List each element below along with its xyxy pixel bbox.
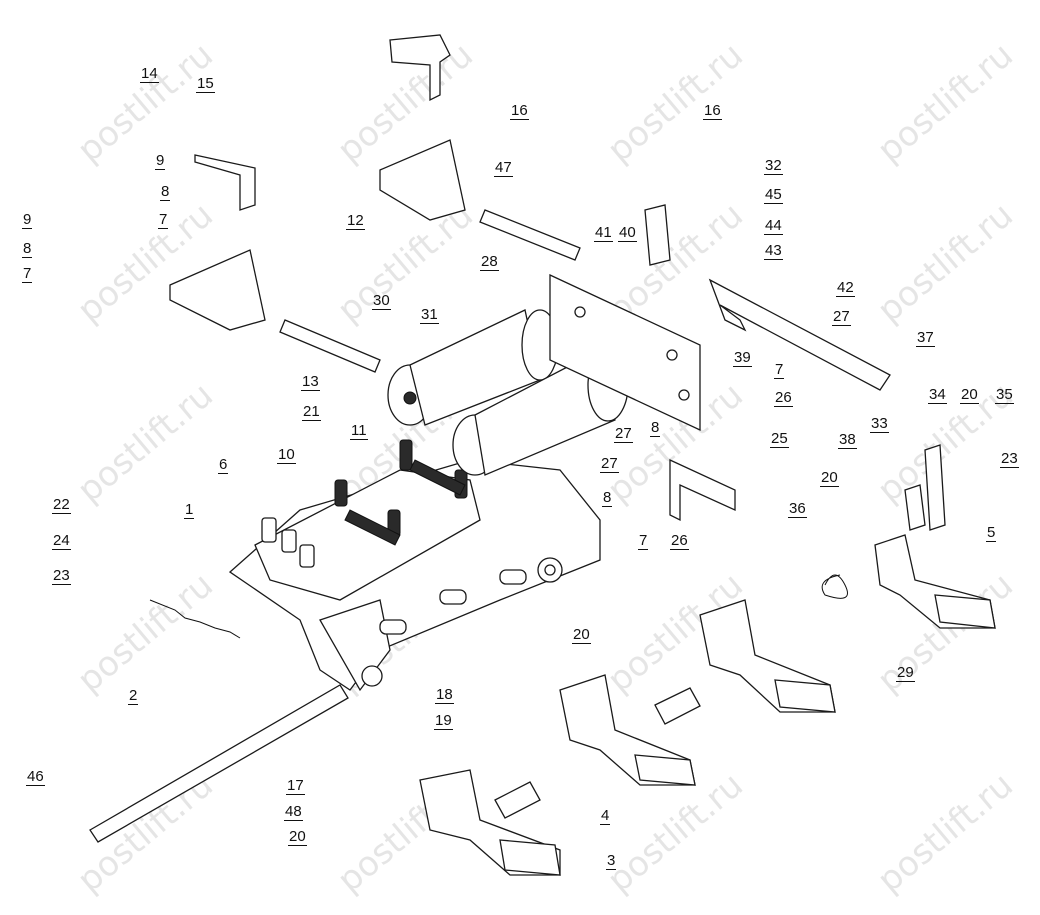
callout-label-22: 22 xyxy=(52,496,71,514)
callout-label-31: 31 xyxy=(420,306,439,324)
lever-bracket-top xyxy=(379,139,466,221)
callout-label-7: 7 xyxy=(158,211,169,229)
callout-label-29: 29 xyxy=(896,664,915,682)
callout-label-23: 23 xyxy=(1000,450,1019,468)
cover-left xyxy=(194,154,256,211)
callout-label-20: 20 xyxy=(960,386,979,404)
callout-label-45: 45 xyxy=(764,186,783,204)
arm-13 xyxy=(279,319,381,373)
callout-label-12: 12 xyxy=(346,212,365,230)
callout-label-9: 9 xyxy=(155,152,166,170)
callout-label-37: 37 xyxy=(916,329,935,347)
callout-label-39: 39 xyxy=(733,349,752,367)
shaft xyxy=(89,684,349,843)
callout-label-20: 20 xyxy=(820,469,839,487)
callout-label-13: 13 xyxy=(301,373,320,391)
callout-label-23: 23 xyxy=(52,567,71,585)
callout-label-27: 27 xyxy=(614,425,633,443)
callout-label-19: 19 xyxy=(434,712,453,730)
callout-label-42: 42 xyxy=(836,279,855,297)
callout-label-10: 10 xyxy=(277,446,296,464)
callout-label-7: 7 xyxy=(22,265,33,283)
valve-block xyxy=(254,439,481,601)
callout-label-44: 44 xyxy=(764,217,783,235)
spring xyxy=(149,599,241,639)
callout-label-27: 27 xyxy=(600,455,619,473)
pedal-middle-2 xyxy=(699,599,836,713)
callout-label-34: 34 xyxy=(928,386,947,404)
lever-bracket-left xyxy=(169,249,266,331)
callout-label-21: 21 xyxy=(302,403,321,421)
callout-label-9: 9 xyxy=(22,211,33,229)
callout-label-14: 14 xyxy=(140,65,159,83)
callout-label-8: 8 xyxy=(650,419,661,437)
callout-label-7: 7 xyxy=(638,532,649,550)
pedal-5 xyxy=(874,534,996,629)
callout-label-30: 30 xyxy=(372,292,391,310)
cam-32 xyxy=(644,204,671,266)
callout-label-8: 8 xyxy=(22,240,33,258)
callout-label-2: 2 xyxy=(128,687,139,705)
callout-label-27: 27 xyxy=(832,308,851,326)
callout-label-40: 40 xyxy=(618,224,637,242)
callout-label-36: 36 xyxy=(788,500,807,518)
callout-label-16: 16 xyxy=(510,102,529,120)
pedal-3 xyxy=(419,769,561,876)
side-plate xyxy=(549,273,701,432)
callout-label-17: 17 xyxy=(286,777,305,795)
callout-label-38: 38 xyxy=(838,431,857,449)
callout-label-20: 20 xyxy=(572,626,591,644)
callout-label-5: 5 xyxy=(986,524,997,542)
callout-label-33: 33 xyxy=(870,415,889,433)
plate-33 xyxy=(904,484,926,531)
coil-spring xyxy=(821,574,848,599)
callout-label-46: 46 xyxy=(26,768,45,786)
cover-top xyxy=(389,34,451,102)
plate-34 xyxy=(924,444,946,531)
callout-label-24: 24 xyxy=(52,532,71,550)
callout-label-4: 4 xyxy=(600,807,611,825)
callout-label-26: 26 xyxy=(670,532,689,550)
callout-label-43: 43 xyxy=(764,242,783,260)
arm-12-link xyxy=(479,209,581,261)
long-bar xyxy=(708,278,891,391)
callout-label-48: 48 xyxy=(284,803,303,821)
callout-label-25: 25 xyxy=(770,430,789,448)
callout-label-41: 41 xyxy=(594,224,613,242)
pedal-middle-1 xyxy=(559,674,696,786)
callout-label-15: 15 xyxy=(196,75,215,93)
callout-label-35: 35 xyxy=(995,386,1014,404)
callout-label-16: 16 xyxy=(703,102,722,120)
callout-label-18: 18 xyxy=(435,686,454,704)
callout-label-8: 8 xyxy=(160,183,171,201)
callout-label-11: 11 xyxy=(350,422,368,440)
callout-label-32: 32 xyxy=(764,157,783,175)
callout-label-1: 1 xyxy=(184,501,195,519)
sleeves xyxy=(494,687,701,819)
callout-label-20: 20 xyxy=(288,828,307,846)
switch-bracket xyxy=(669,458,736,522)
callout-label-28: 28 xyxy=(480,253,499,271)
callout-label-7: 7 xyxy=(774,361,785,379)
callout-label-6: 6 xyxy=(218,456,229,474)
callout-label-26: 26 xyxy=(774,389,793,407)
callout-label-3: 3 xyxy=(606,852,617,870)
callout-label-47: 47 xyxy=(494,159,513,177)
callout-label-8: 8 xyxy=(602,489,613,507)
